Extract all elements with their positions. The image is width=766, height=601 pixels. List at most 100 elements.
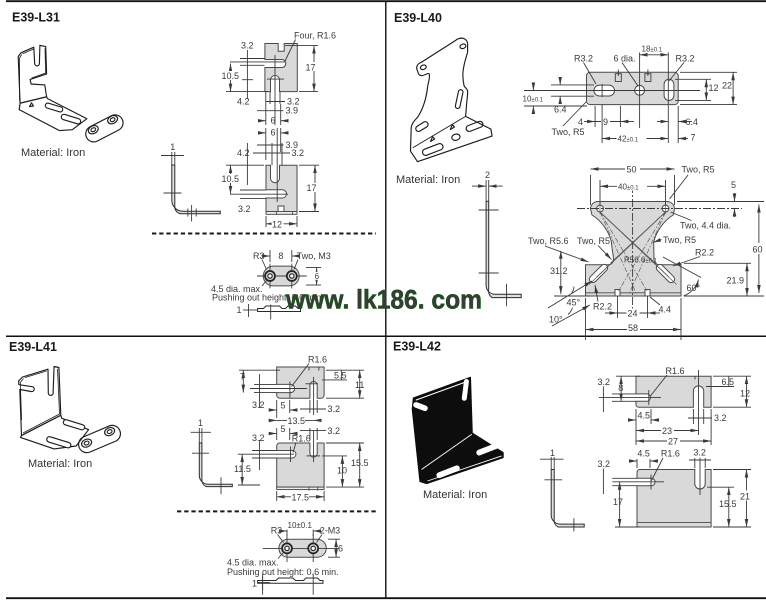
svg-text:5.5: 5.5 [334, 371, 347, 381]
svg-text:Two, R5: Two, R5 [552, 127, 585, 137]
svg-text:4.5 dia. max.: 4.5 dia. max. [227, 558, 279, 568]
svg-text:Material: Iron: Material: Iron [21, 147, 85, 159]
svg-text:6: 6 [315, 272, 320, 281]
svg-text:10.5: 10.5 [222, 71, 240, 81]
svg-text:3.2: 3.2 [238, 204, 251, 214]
svg-text:R3: R3 [253, 251, 265, 261]
svg-text:Two, R5: Two, R5 [663, 235, 696, 245]
svg-text:3.2: 3.2 [252, 433, 265, 443]
svg-text:6.5: 6.5 [722, 377, 735, 387]
svg-text:17.5: 17.5 [292, 492, 310, 502]
svg-text:R1.6: R1.6 [308, 355, 327, 365]
svg-text:4.5: 4.5 [638, 411, 651, 421]
svg-text:1: 1 [252, 579, 257, 589]
svg-text:3.2: 3.2 [292, 148, 305, 158]
svg-text:7: 7 [691, 133, 696, 143]
svg-text:10±0.1: 10±0.1 [523, 95, 544, 104]
svg-text:3.2: 3.2 [328, 426, 341, 436]
svg-text:10°: 10° [549, 314, 563, 324]
svg-text:17: 17 [613, 497, 623, 507]
svg-text:60°: 60° [687, 283, 701, 293]
svg-text:Two, R5: Two, R5 [682, 165, 715, 175]
svg-text:R3.2: R3.2 [574, 54, 593, 64]
svg-text:3.9: 3.9 [286, 140, 299, 150]
svg-text:3.2: 3.2 [598, 377, 611, 387]
svg-text:8: 8 [278, 251, 283, 261]
svg-text:Material: Iron: Material: Iron [28, 458, 92, 470]
svg-text:4.2: 4.2 [237, 97, 250, 107]
svg-text:5: 5 [731, 180, 736, 190]
svg-text:31.2: 31.2 [550, 266, 568, 276]
svg-text:17: 17 [307, 183, 317, 193]
svg-text:Two, R5: Two, R5 [577, 236, 610, 246]
svg-text:15.5: 15.5 [351, 458, 369, 468]
svg-text:10±0.1: 10±0.1 [288, 521, 313, 530]
svg-text:7: 7 [240, 372, 245, 382]
svg-text:18±0.1: 18±0.1 [642, 45, 663, 54]
svg-text:Two, 4.4 dia.: Two, 4.4 dia. [680, 221, 731, 231]
svg-text:3.2: 3.2 [693, 448, 706, 458]
svg-text:42±0.1: 42±0.1 [618, 135, 639, 144]
svg-text:E39-L42: E39-L42 [393, 340, 441, 354]
svg-text:R2.2: R2.2 [593, 302, 612, 312]
svg-text:R1.6: R1.6 [292, 434, 311, 444]
svg-text:1: 1 [170, 142, 175, 152]
svg-text:1: 1 [237, 305, 242, 315]
svg-text:3.9: 3.9 [286, 106, 299, 116]
svg-text:4.5 dia. max.: 4.5 dia. max. [211, 284, 263, 294]
svg-text:11.5: 11.5 [234, 464, 251, 474]
svg-text:21: 21 [740, 492, 750, 502]
svg-text:6: 6 [338, 544, 343, 554]
svg-text:45°: 45° [567, 298, 581, 308]
svg-text:22: 22 [722, 81, 732, 91]
svg-text:3.2: 3.2 [287, 97, 300, 107]
svg-text:2: 2 [485, 170, 490, 180]
svg-text:1: 1 [198, 418, 203, 428]
svg-text:4.2: 4.2 [237, 148, 250, 158]
svg-text:R1.6: R1.6 [666, 366, 685, 376]
svg-text:15.5: 15.5 [719, 499, 737, 509]
svg-text:R1.6: R1.6 [661, 449, 680, 459]
svg-text:E39-L41: E39-L41 [9, 340, 57, 354]
svg-text:23: 23 [662, 426, 672, 436]
svg-text:R3.2: R3.2 [676, 54, 695, 64]
svg-text:3.2: 3.2 [328, 404, 341, 414]
svg-text:5: 5 [281, 401, 286, 411]
svg-text:3.2: 3.2 [714, 413, 727, 423]
svg-text:4.5: 4.5 [637, 449, 650, 459]
svg-text:9: 9 [603, 117, 608, 127]
svg-text:21.9: 21.9 [727, 276, 745, 286]
svg-text:Two, M3: Two, M3 [297, 251, 331, 261]
svg-text:R3: R3 [271, 526, 283, 536]
svg-text:1: 1 [550, 448, 555, 458]
svg-text:13.5: 13.5 [288, 416, 306, 426]
svg-text:6: 6 [271, 128, 276, 138]
svg-text:24: 24 [628, 309, 638, 319]
svg-text:50: 50 [627, 165, 637, 175]
svg-text:E39-L40: E39-L40 [394, 11, 442, 25]
svg-text:Material: Iron: Material: Iron [423, 489, 487, 501]
svg-text:6 dia.: 6 dia. [614, 54, 636, 64]
svg-text:60: 60 [753, 245, 763, 255]
svg-text:58: 58 [628, 323, 638, 333]
svg-text:40±0.1: 40±0.1 [618, 183, 639, 192]
svg-text:17: 17 [306, 63, 316, 73]
svg-text:3.2: 3.2 [241, 41, 254, 51]
svg-text:R56.6±0.1: R56.6±0.1 [624, 256, 658, 265]
svg-text:Four, R1.6: Four, R1.6 [294, 31, 336, 41]
svg-text:www. lk186. com: www. lk186. com [285, 285, 482, 315]
svg-text:11: 11 [355, 380, 364, 390]
svg-text:3.2: 3.2 [252, 400, 265, 410]
svg-text:12: 12 [740, 389, 750, 399]
svg-text:12: 12 [272, 219, 282, 229]
svg-text:Pushing out height: 0.6 min.: Pushing out height: 0.6 min. [212, 293, 324, 303]
svg-text:Pushing out height: 0.6 min.: Pushing out height: 0.6 min. [227, 567, 339, 577]
svg-text:3.2: 3.2 [598, 459, 611, 469]
svg-text:4: 4 [578, 117, 583, 127]
svg-text:Material: Iron: Material: Iron [396, 174, 460, 186]
svg-text:10: 10 [337, 466, 347, 476]
svg-text:10.5: 10.5 [222, 174, 240, 184]
svg-text:27: 27 [668, 437, 678, 447]
svg-text:6.4: 6.4 [686, 117, 699, 127]
svg-text:4.4: 4.4 [659, 305, 672, 315]
